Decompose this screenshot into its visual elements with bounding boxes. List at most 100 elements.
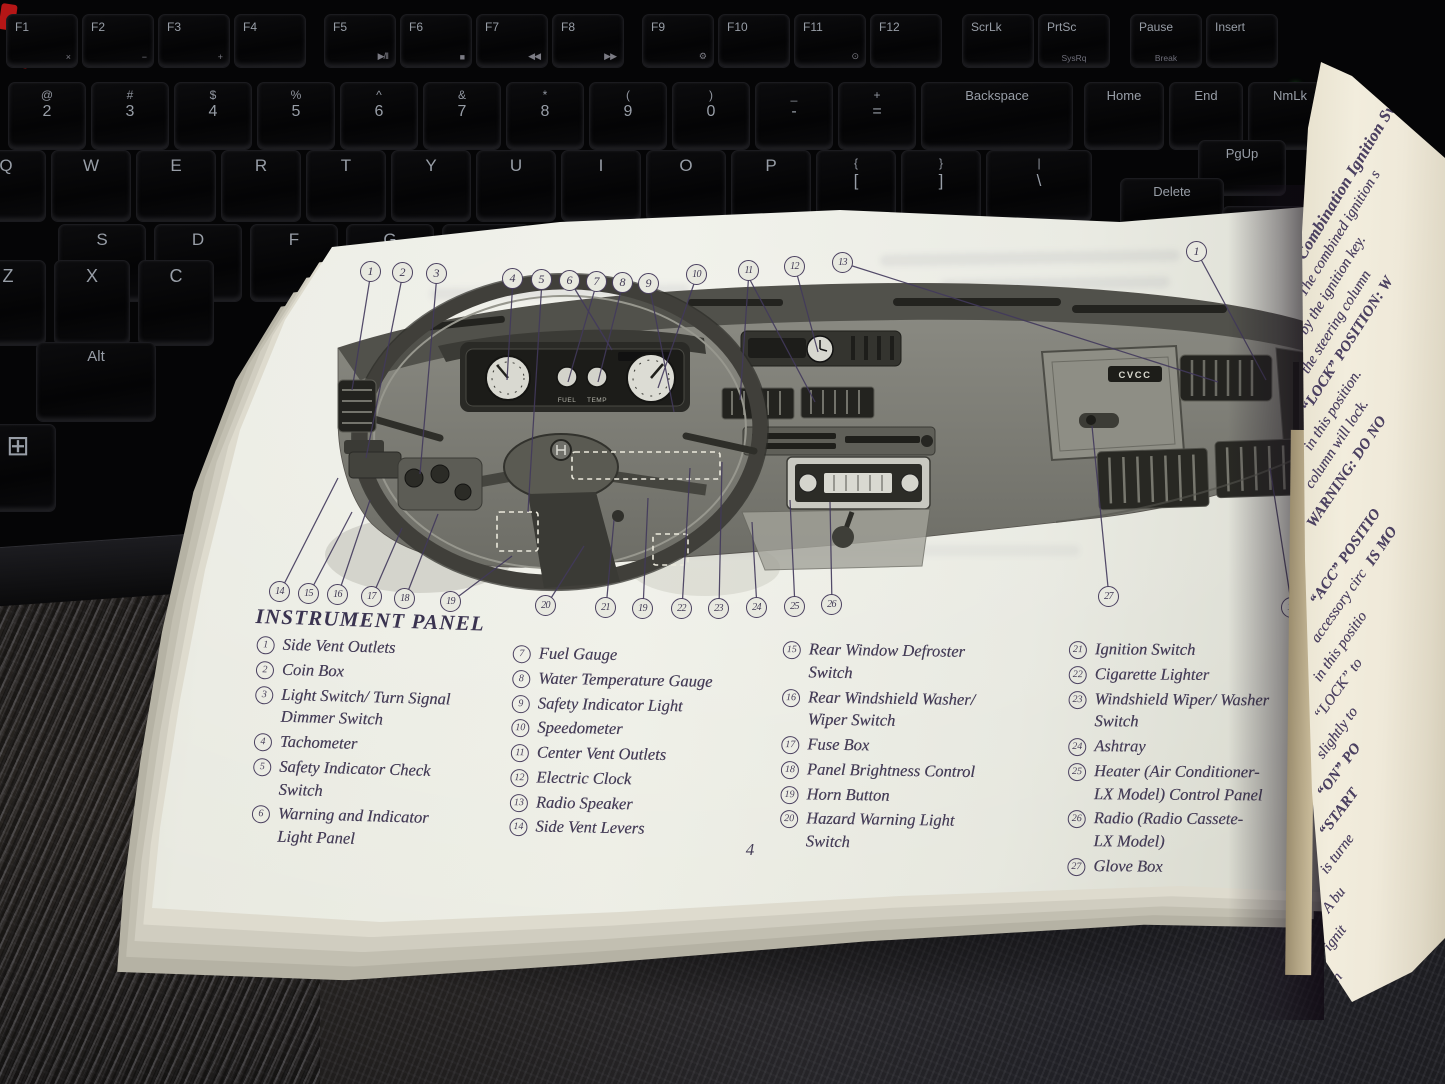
key-label: I <box>598 156 604 175</box>
leader-line <box>506 278 514 381</box>
key-label: End <box>1194 88 1218 103</box>
callout-24: 24 <box>746 597 767 618</box>
key-label: Backspace <box>965 88 1029 103</box>
page-number: 4 <box>745 840 755 859</box>
key-label: ScrLk <box>971 20 1002 34</box>
heater-slots <box>752 433 920 449</box>
key-label: 2 <box>42 103 52 120</box>
key-shift-label: % <box>290 88 302 102</box>
steering-column <box>528 492 620 588</box>
mute-icon: × <box>65 52 71 62</box>
key-shift-label: * <box>542 88 548 102</box>
key-4: $4 <box>174 82 252 150</box>
legend-item-number: 21 <box>1068 641 1087 660</box>
leader-line <box>351 271 372 391</box>
key-label: F11 <box>803 20 823 34</box>
legend-item-number: 14 <box>509 818 528 837</box>
key-f1: F1× <box>6 14 78 68</box>
legend-item-number: 8 <box>512 669 531 689</box>
key-label: 4 <box>208 103 218 120</box>
key-: {[ <box>816 150 896 222</box>
clock-recess-slats <box>851 336 894 360</box>
key-label: D <box>191 230 205 249</box>
key-f12: F12 <box>870 14 942 68</box>
key-label: P <box>765 156 777 175</box>
key-label: U <box>509 156 523 175</box>
key-2: @2 <box>8 82 86 150</box>
key-label: F8 <box>561 20 576 34</box>
ignition-switch-detail <box>612 510 624 522</box>
key-label: PgUp <box>1225 146 1259 161</box>
key-shift-label: _ <box>790 88 798 102</box>
key-x: X <box>54 260 130 346</box>
legend-item-number: 6 <box>251 805 271 824</box>
key-label: F3 <box>167 20 182 34</box>
leader-line <box>527 279 543 513</box>
key-label: W <box>82 156 100 175</box>
key-label: 8 <box>540 103 550 120</box>
key-label: Y <box>425 156 437 175</box>
h-emblem-letter <box>556 445 566 455</box>
key-label: 5 <box>291 103 301 120</box>
right-page-line: A bu <box>1318 883 1349 916</box>
dashboard-illustration: FUEL TEMP <box>325 272 1342 596</box>
legend-item-number: 9 <box>511 694 530 713</box>
light-switch-knob <box>404 468 424 488</box>
legend-item-label: Fuse Box <box>807 734 870 755</box>
legend-item-number: 5 <box>253 757 272 777</box>
callout-2: 2 <box>392 262 413 283</box>
callout-17: 17 <box>361 586 382 607</box>
key-f6: F6■ <box>400 14 472 68</box>
leader-line <box>337 499 371 596</box>
key-label: Pause <box>1139 20 1174 34</box>
key-home: Home <box>1084 82 1164 150</box>
volume-down-icon: − <box>141 52 147 62</box>
key-label: PrtSc <box>1047 20 1077 34</box>
key-label: 7 <box>457 103 467 120</box>
key-u: U <box>476 150 556 222</box>
leader-line <box>404 513 439 600</box>
legend-item-label: Side Vent Outlets <box>282 634 396 657</box>
leader-line <box>681 467 691 610</box>
callout-18: 18 <box>394 588 415 609</box>
key-sub-label: SysRq <box>1061 53 1087 63</box>
key-label: [ <box>853 171 859 190</box>
leader-line <box>371 527 403 598</box>
legend-item-number: 7 <box>512 645 531 664</box>
key-shift-label: + <box>873 88 881 102</box>
key-9: (9 <box>589 82 667 150</box>
legend-item-number: 24 <box>1068 738 1087 757</box>
legend-item-label: Coin Box <box>281 659 345 681</box>
key-o: O <box>646 150 726 222</box>
key-shift-label: # <box>126 88 134 102</box>
callout-10: 10 <box>686 264 707 285</box>
panel-brightness-knob <box>430 464 450 484</box>
cvcc-badge-text: CVCC <box>1119 370 1152 381</box>
key-shift-label: ^ <box>376 88 382 102</box>
legend-item-label: Warning and Indicator Light Panel <box>277 804 429 848</box>
play-pause-icon: ▶/II <box>377 51 389 61</box>
radio-knob <box>900 473 920 493</box>
legend-item-label: Rear Windshield Washer/ Wiper Switch <box>807 686 976 731</box>
leader-line <box>605 519 615 609</box>
callout-9: 9 <box>638 273 659 294</box>
key-label: F12 <box>879 20 900 34</box>
fuel-gauge <box>556 366 578 388</box>
callout-6: 6 <box>559 270 580 291</box>
callout-22: 22 <box>671 598 692 619</box>
callout-26: 26 <box>821 594 842 615</box>
key-label: S <box>96 230 108 249</box>
key-0: )0 <box>672 82 750 150</box>
leader-line <box>597 282 624 383</box>
leader-line <box>789 499 796 608</box>
